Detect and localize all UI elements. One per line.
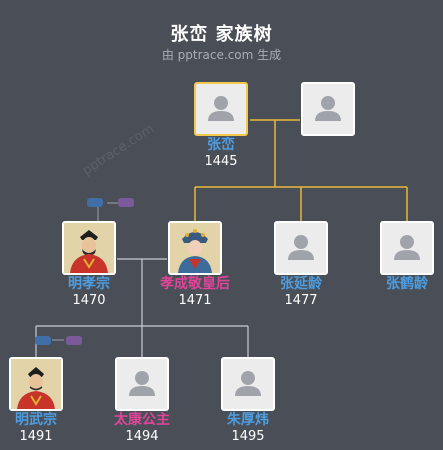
spouse-connector — [250, 119, 300, 187]
person-birth-year: 1494 — [125, 429, 159, 444]
badge-blue — [87, 198, 103, 207]
person-name: 孝成敬皇后 — [160, 276, 230, 292]
person-name: 明武宗 — [15, 412, 57, 428]
person-birth-year: 1491 — [19, 429, 53, 444]
avatar-icon — [194, 82, 248, 136]
badge-purple — [66, 336, 82, 345]
avatar-icon — [221, 357, 275, 411]
spouse-connector — [117, 258, 167, 326]
person-name: 张峦 — [207, 137, 235, 153]
person-birth-year: 1470 — [72, 293, 106, 308]
person-card-zhang-heling[interactable]: 张鹤龄 — [367, 221, 443, 293]
person-birth-year: 1471 — [178, 293, 212, 308]
empress-portrait — [168, 221, 222, 275]
person-card-taikang[interactable]: 太康公主 1494 — [102, 357, 182, 444]
avatar-icon — [274, 221, 328, 275]
person-birth-year: 1477 — [284, 293, 318, 308]
person-card-xiaocheng-jing[interactable]: 孝成敬皇后 1471 — [155, 221, 235, 308]
avatar-icon — [301, 82, 355, 136]
badge-blue — [35, 336, 51, 345]
person-card-zhu-houwei[interactable]: 朱厚炜 1495 — [208, 357, 288, 444]
person-card-zhang-yanling[interactable]: 张延龄 1477 — [261, 221, 341, 308]
emperor-portrait — [62, 221, 116, 275]
children-connector — [194, 186, 408, 221]
page-subtitle: 由 pptrace.com 生成 — [161, 48, 282, 62]
avatar-icon — [115, 357, 169, 411]
badge-purple — [118, 198, 134, 207]
person-name: 张延龄 — [280, 276, 322, 292]
badge-connector — [97, 202, 119, 221]
person-card-ming-wuzong[interactable]: 明武宗 1491 — [0, 357, 76, 444]
person-name: 朱厚炜 — [227, 412, 269, 428]
person-card-ming-xiaozong[interactable]: 明孝宗 1470 — [49, 221, 129, 308]
person-birth-year: 1445 — [204, 154, 238, 169]
person-name: 明孝宗 — [68, 276, 110, 292]
person-name: 张鹤龄 — [386, 276, 428, 292]
page-title: 张峦 家族树 — [170, 24, 273, 45]
person-birth-year: 1495 — [231, 429, 265, 444]
person-name: 太康公主 — [114, 412, 170, 428]
avatar-icon — [380, 221, 434, 275]
person-card-spouse[interactable] — [288, 82, 368, 137]
emperor-portrait — [9, 357, 63, 411]
person-card-zhang-luan[interactable]: 张峦 1445 — [181, 82, 261, 169]
